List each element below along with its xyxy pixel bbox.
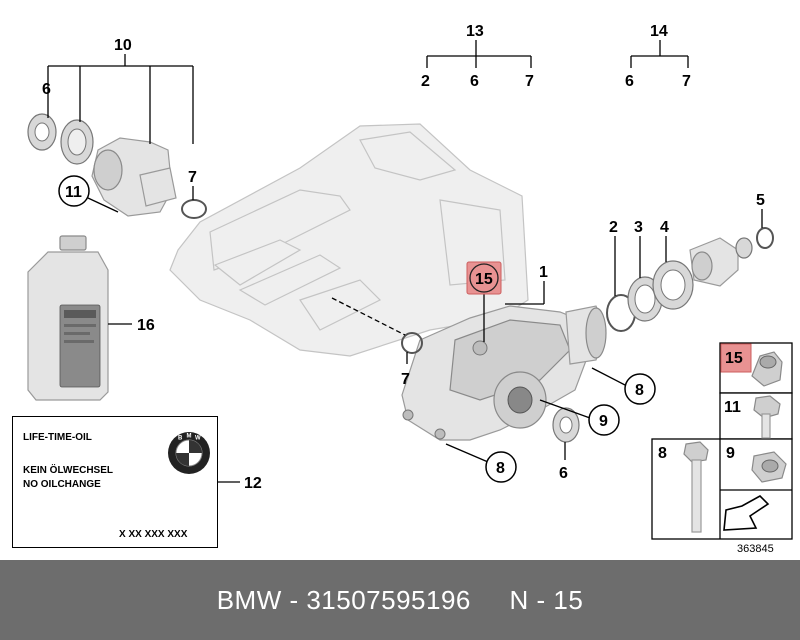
callout-5: 5 <box>756 192 765 209</box>
callout-12: 12 <box>244 475 262 492</box>
bolt-8-icon <box>683 441 709 463</box>
table-num-11: 11 <box>724 399 741 416</box>
differential-housing <box>401 305 607 441</box>
callout-11-circle <box>58 175 90 207</box>
label-part-code: X XX XXX XXX <box>119 529 188 540</box>
flange-assembly <box>27 113 207 219</box>
callout-11: 11 <box>65 184 82 201</box>
callout-14-7: 7 <box>682 73 691 90</box>
table-num-8: 8 <box>658 445 667 462</box>
callout-15: 15 <box>475 271 493 288</box>
callout-7: 7 <box>188 169 197 186</box>
label-no-oilchange: NO OILCHANGE <box>23 479 101 490</box>
table-15-highlight <box>720 343 752 373</box>
footer-part-number: BMW - 31507595196 N - 15 <box>216 584 584 615</box>
callout-2: 2 <box>609 219 618 236</box>
oil-label-sticker: LIFE-TIME-OIL KEIN ÖLWECHSEL NO OILCHANG… <box>12 416 218 548</box>
logo-letter-b: B <box>178 436 183 442</box>
table-num-9: 9 <box>726 445 735 462</box>
logo-letter-m: M <box>187 434 192 440</box>
callout-13-2: 2 <box>421 73 430 90</box>
callout-6: 6 <box>42 81 51 98</box>
callout-8: 8 <box>635 382 644 399</box>
callout-9: 9 <box>599 413 608 430</box>
callout-13: 13 <box>466 23 484 40</box>
parts-table: 15 11 8 9 <box>651 342 793 540</box>
parts-diagram: 10 6 7 11 16 13 2 6 7 14 6 7 2 3 4 5 1 1… <box>27 23 793 540</box>
callout-9-circle <box>588 404 620 436</box>
seal-rings <box>401 227 774 443</box>
callout-8-circle <box>624 373 656 405</box>
logo-letter-w: W <box>195 436 201 442</box>
callout-13-6: 6 <box>470 73 479 90</box>
callout-14: 14 <box>650 23 668 40</box>
callout-16: 16 <box>137 317 155 334</box>
label-kein-olwechsel: KEIN ÖLWECHSEL <box>23 465 114 476</box>
callout-labels: 10 6 7 11 16 13 2 6 7 14 6 7 2 3 4 5 1 1… <box>42 23 765 492</box>
oil-bottle <box>27 235 109 401</box>
leader-lines <box>47 40 763 483</box>
bolt-11-icon <box>753 395 781 419</box>
label-life-time-oil: LIFE-TIME-OIL <box>23 432 92 443</box>
callout-8-lower-circle <box>485 451 517 483</box>
oil-pan-illustration <box>169 123 529 357</box>
bmw-logo-icon: B M W <box>168 432 210 474</box>
footer-bar: BMW - 31507595196 N - 15 <box>0 560 800 640</box>
callout-8-lower: 8 <box>496 460 505 477</box>
table-num-15: 15 <box>725 350 743 367</box>
callout-4: 4 <box>660 219 669 236</box>
view-arrow-icon <box>723 495 770 531</box>
callout-14-6: 6 <box>625 73 634 90</box>
callout-1: 1 <box>539 264 548 281</box>
callout-13-7: 7 <box>525 73 534 90</box>
callout-7-lower: 7 <box>401 371 410 388</box>
callout-3: 3 <box>634 219 643 236</box>
diagram-number: 363845 <box>737 543 774 555</box>
callout-15-highlight <box>466 261 502 295</box>
callout-6-lower: 6 <box>559 465 568 482</box>
callout-10: 10 <box>114 37 132 54</box>
